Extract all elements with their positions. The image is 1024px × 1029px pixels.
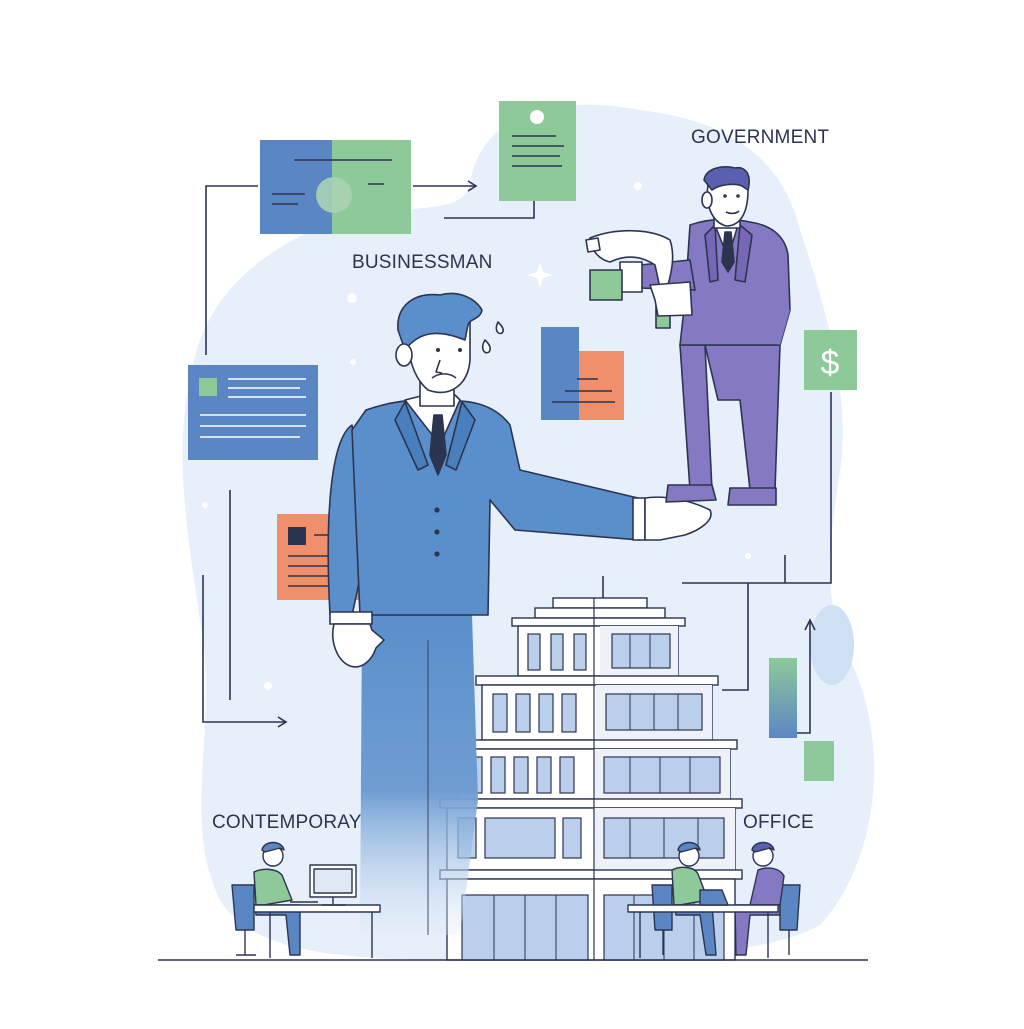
sparkle-icon	[527, 262, 553, 288]
dollar-card: $	[804, 330, 857, 390]
flow-lines	[202, 176, 832, 734]
office-worker-left	[231, 841, 381, 958]
document-card-blue	[188, 365, 318, 460]
dollar-icon: $	[821, 344, 840, 382]
label-government: GOVERNMENT	[691, 127, 830, 148]
label-office: OFFICE	[743, 812, 814, 833]
decor-dots	[202, 182, 751, 690]
government-official-figure	[585, 166, 791, 506]
chart-bar-green	[804, 741, 834, 781]
document-card-blue-orange	[541, 327, 624, 420]
office-workers-right	[627, 841, 801, 958]
office-building	[439, 597, 743, 961]
businessman-figure	[327, 292, 712, 935]
label-contemporary: CONTEMPORAY	[212, 812, 362, 833]
document-card-blue-green	[260, 140, 411, 234]
label-businessman: BUSINESSMAN	[352, 252, 493, 273]
small-blob	[810, 605, 854, 685]
document-card-green	[499, 101, 576, 201]
chart-bar-gradient	[769, 658, 797, 738]
